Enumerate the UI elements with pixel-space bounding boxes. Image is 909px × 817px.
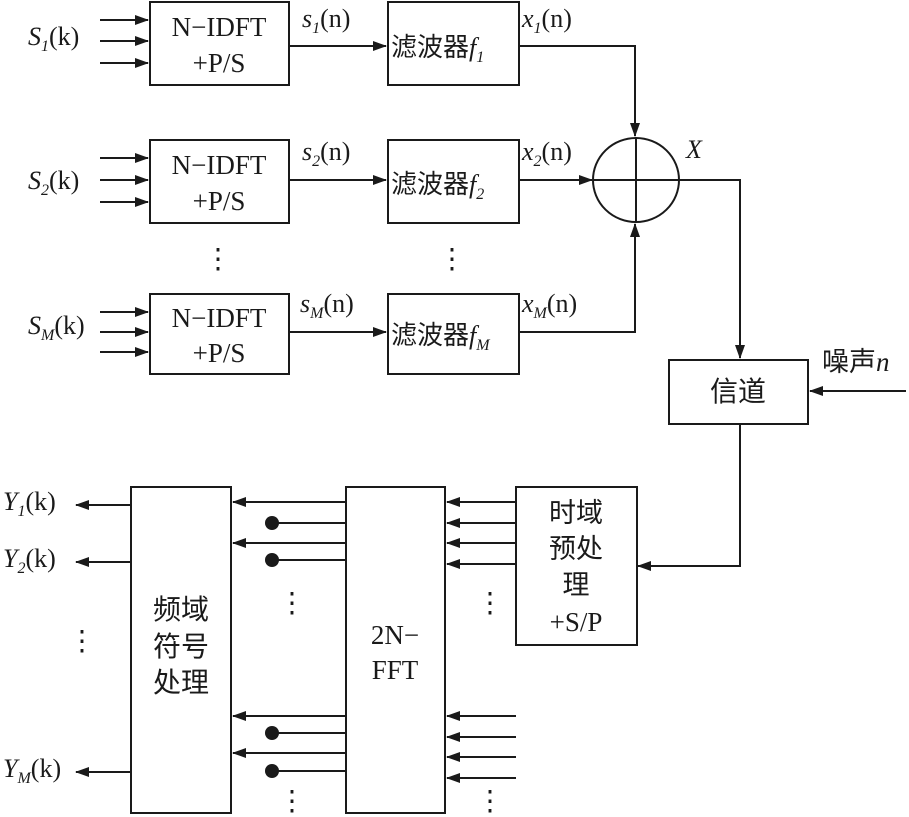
to-channel-arrow [679,179,745,359]
branch-ellipsis: ⋮ [204,244,232,275]
freq-processing-line: 符号 [153,631,209,663]
channel-block [668,359,809,425]
ps-label: +P/S [193,48,246,78]
filter-label: 滤波器f1 [391,33,484,66]
tx-branch-1: S1(k) N−IDFT +P/S s1(n) 滤波器f1 x1(n) [28,1,640,137]
discard-dot [265,726,279,740]
output-label-Y1: Y1(k) [3,487,56,520]
output-label-x1: x1(n) [521,4,572,37]
to-adder-arrow [519,45,640,137]
discard-dot [265,553,279,567]
input-label-S2: S2(k) [28,166,79,199]
noise-label: 噪声n [822,347,890,377]
idft-block [149,1,290,86]
adder: X [592,135,745,359]
time-preprocess-line: 时域 [549,498,603,528]
discard-dot [265,516,279,530]
output-label-YM: YM(k) [3,754,61,787]
ps-label: +P/S [193,186,246,216]
channel-label: 信道 [710,376,766,408]
freq-processing-line: 处理 [153,667,209,699]
tx-branch-M: SM(k) N−IDFT +P/S sM(n) 滤波器fM xM(n) [28,223,640,375]
idft-block [149,139,290,224]
signal-label-sM: sM(n) [300,289,354,322]
input-label-S1: S1(k) [28,22,79,55]
discard-dot [265,764,279,778]
input-label-SM: SM(k) [28,311,85,344]
output-label-xM: xM(n) [521,289,577,322]
filter-label: 滤波器f2 [391,170,484,203]
output-label-x2: x2(n) [521,137,572,170]
parallel-ellipsis: ⋮ [476,588,504,619]
time-preprocess-line: 理 [563,570,590,600]
output-ellipsis: ⋮ [68,626,96,657]
freq-processing-block [130,486,232,814]
fft: 2N− FFT [345,486,446,814]
freq-processing: 频域 符号 处理 [130,486,232,814]
filter-block [387,293,520,375]
sum-label: X [685,135,703,164]
idft-label: N−IDFT [172,12,267,42]
fft-ellipsis: ⋮ [278,786,306,817]
idft-label: N−IDFT [172,303,267,333]
fft-line: FFT [372,655,419,685]
freq-processing-line: 频域 [153,594,209,626]
fft-line: 2N− [371,620,419,650]
fft-block [345,486,446,814]
time-preprocess-block [515,486,638,646]
to-adder-arrow [519,223,640,333]
signal-label-s1: s1(n) [302,4,350,37]
time-preprocess-line: +S/P [550,607,603,637]
branch-ellipsis: ⋮ [438,244,466,275]
filter-block [387,1,520,86]
idft-label: N−IDFT [172,150,267,180]
idft-block [149,293,290,375]
fft-ellipsis: ⋮ [278,588,306,619]
tx-branch-2: S2(k) N−IDFT +P/S s2(n) 滤波器f2 x2(n) [28,137,593,224]
time-preprocess: 时域 预处 理 +S/P [515,486,638,646]
channel: 信道 噪声n [637,347,906,571]
ps-label: +P/S [193,338,246,368]
output-label-Y2: Y2(k) [3,544,56,577]
parallel-ellipsis: ⋮ [476,786,504,817]
to-receiver-arrow [637,424,741,571]
time-preprocess-line: 预处 [549,534,603,564]
filter-label: 滤波器fM [391,321,491,354]
filter-block [387,139,520,224]
signal-label-s2: s2(n) [302,137,350,170]
